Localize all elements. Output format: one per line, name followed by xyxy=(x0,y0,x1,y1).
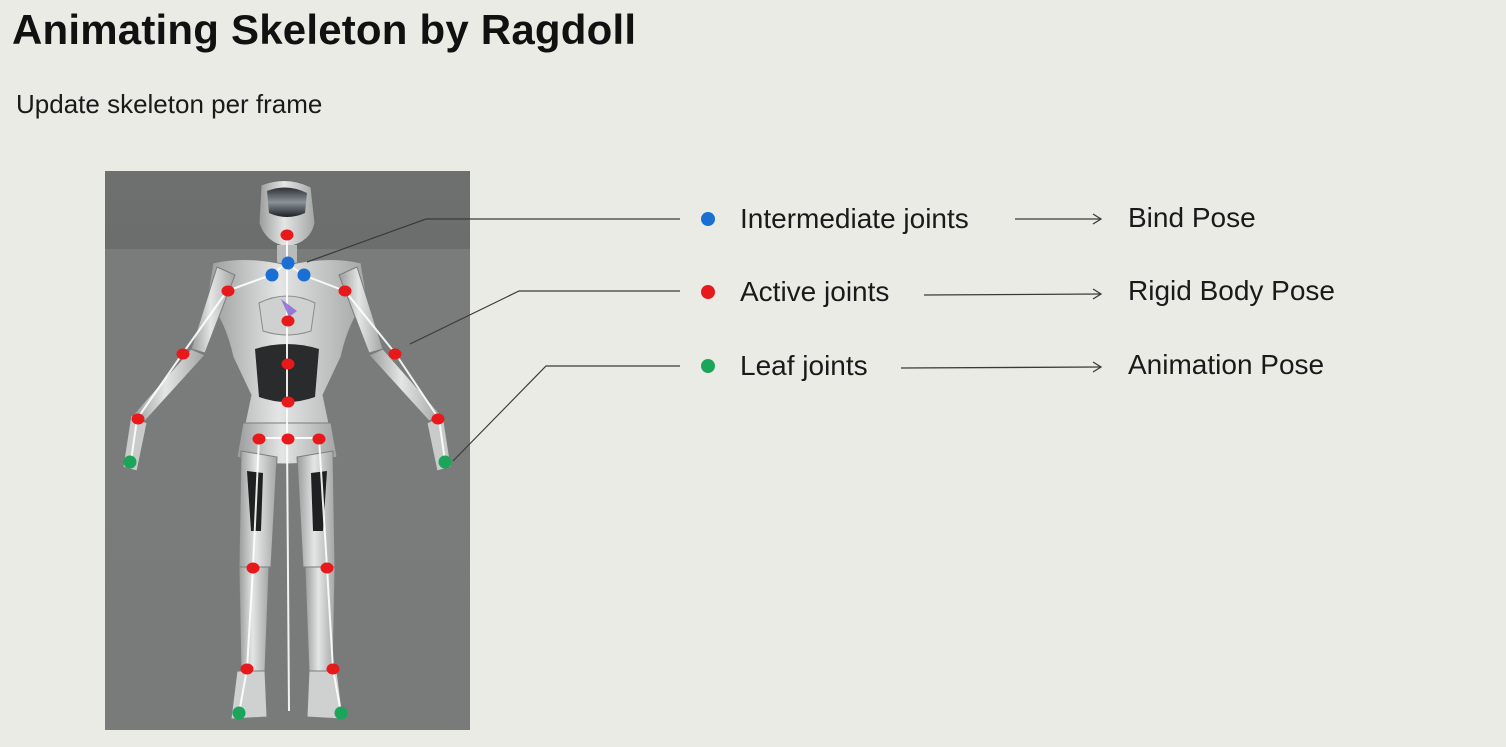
legend-row-intermediate: Intermediate joints Bind Pose xyxy=(0,199,1506,239)
slide-subtitle: Update skeleton per frame xyxy=(16,89,323,119)
legend-target: Animation Pose xyxy=(1128,349,1325,380)
legend-row-active: Active joints Rigid Body Pose xyxy=(0,272,1506,312)
legend-target: Rigid Body Pose xyxy=(1128,275,1336,306)
leaf-joint-markers xyxy=(123,455,452,720)
green-dot-icon xyxy=(701,359,715,373)
legend-target: Bind Pose xyxy=(1128,202,1256,233)
robot-illustration xyxy=(122,180,452,720)
legend-row-leaf: Leaf joints Animation Pose xyxy=(0,346,1506,386)
slide-title: Animating Skeleton by Ragdoll xyxy=(12,6,637,53)
legend-label: Active joints xyxy=(740,276,890,307)
red-dot-icon xyxy=(701,285,715,299)
intermediate-joint-markers xyxy=(265,256,311,282)
blue-dot-icon xyxy=(701,212,715,226)
legend-label: Leaf joints xyxy=(740,350,868,381)
active-joint-markers xyxy=(131,229,445,675)
legend-label: Intermediate joints xyxy=(740,203,969,234)
robot-skeleton-figure xyxy=(105,171,470,730)
